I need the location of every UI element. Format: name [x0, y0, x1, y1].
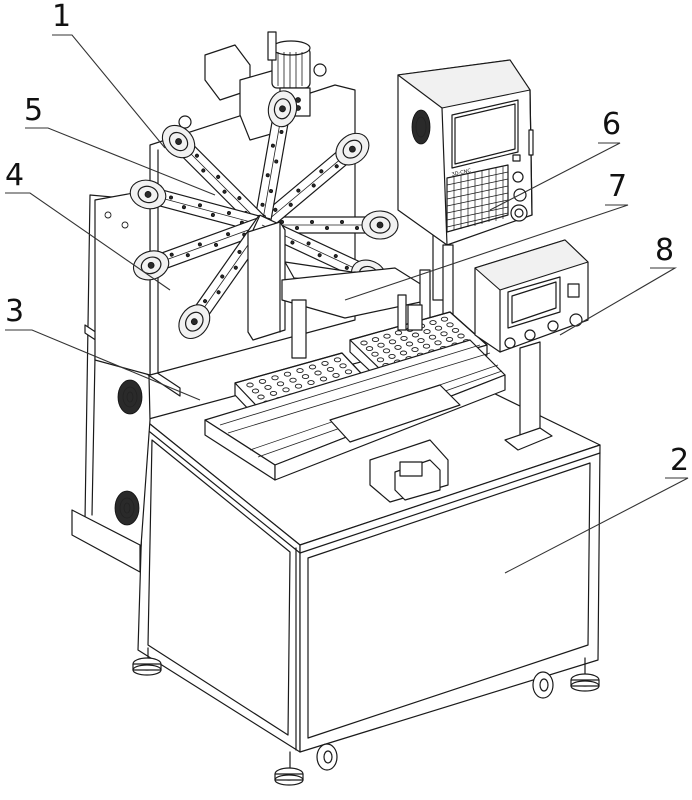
tray-hole [383, 333, 391, 339]
tray-hole [440, 331, 448, 337]
fan-icon [411, 109, 431, 145]
tray-hole [428, 334, 437, 340]
tray-hole [445, 336, 454, 342]
tray-hole [440, 316, 449, 322]
tray-hole [422, 343, 431, 349]
tray-hole [271, 375, 279, 381]
tray-hole [423, 329, 431, 335]
tray-hole [365, 346, 374, 352]
tray-hole [371, 351, 379, 357]
tray-hole [333, 357, 342, 363]
tray-hole [446, 322, 454, 328]
tray-hole [282, 387, 290, 393]
operator-panel [474, 239, 589, 451]
tray-hole [394, 344, 402, 350]
tray-hole [276, 381, 285, 387]
gripper [397, 294, 423, 331]
callout-4: 4 [5, 158, 25, 193]
tray-hole [429, 320, 437, 326]
callout-6: 6 [602, 107, 622, 142]
tray-hole [394, 330, 403, 336]
tray-hole [283, 371, 292, 377]
keypad [446, 164, 509, 233]
tray-hole [289, 377, 297, 383]
tray-hole [326, 366, 335, 372]
tray-hole [360, 340, 368, 346]
tray-hole [411, 332, 420, 338]
tray-hole [269, 390, 278, 396]
tray-hole [457, 333, 465, 339]
callout-8: 8 [655, 233, 675, 268]
tray-hole [301, 374, 310, 380]
tray-hole [417, 338, 425, 344]
tray-hole [399, 350, 408, 356]
callout-3: 3 [5, 294, 25, 329]
tray-hole [377, 342, 385, 348]
tray-hole [339, 363, 347, 369]
tray-hole [246, 382, 254, 388]
tray-hole [405, 341, 414, 347]
cnc-controller: 3D-CNC [397, 59, 534, 316]
tray-hole [294, 383, 303, 389]
tray-hole [264, 384, 272, 390]
callout-2: 2 [670, 443, 690, 478]
tray-hole [258, 378, 267, 384]
tray-hole [314, 370, 322, 376]
fan-icon [117, 379, 143, 415]
center-block [247, 221, 286, 341]
tray-hole [344, 369, 353, 375]
tray-hole [388, 339, 397, 345]
callout-5: 5 [24, 93, 44, 128]
radial-tool-assemblies [126, 88, 399, 346]
tray-hole [307, 380, 315, 386]
tray-hole [382, 348, 391, 354]
tray-hole [434, 340, 442, 346]
tray-hole [332, 372, 340, 378]
tray-hole [411, 347, 419, 353]
callout-1: 1 [52, 0, 72, 34]
tray-hole [388, 353, 396, 359]
fan-icon [114, 490, 140, 526]
tray-hole [376, 357, 385, 363]
callout-7: 7 [608, 169, 628, 204]
tray-hole [251, 388, 260, 394]
tray-hole [434, 325, 443, 331]
tray-hole [257, 394, 265, 400]
tray-hole [371, 337, 380, 343]
leveling-feet [132, 647, 600, 786]
tray-hole [451, 327, 460, 333]
casters [316, 671, 554, 771]
tray-hole [296, 368, 304, 374]
brand-text: 3D-CNC [451, 168, 472, 178]
tray-hole [321, 360, 329, 366]
leader-lines [5, 34, 689, 574]
tray-hole [400, 335, 408, 341]
tray-hole [308, 364, 317, 370]
xy-slide-table [204, 339, 506, 503]
tray-hole [319, 376, 328, 382]
